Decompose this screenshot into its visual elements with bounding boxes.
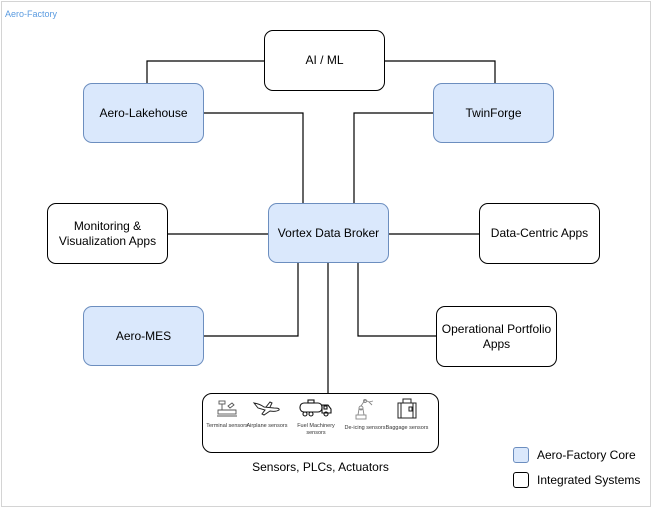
sensor-label: Fuel Machinery sensors bbox=[297, 423, 335, 436]
edge-vortex-operational bbox=[357, 263, 437, 337]
legend-item-integrated: Integrated Systems bbox=[513, 472, 640, 488]
sensor-fuel-machinery: Fuel Machinery sensors bbox=[289, 398, 343, 437]
node-label: Vortex Data Broker bbox=[277, 225, 380, 240]
node-label: Aero-MES bbox=[115, 328, 172, 343]
node-label: Monitoring & Visualization Apps bbox=[58, 218, 157, 248]
edge-aiml-twinforge bbox=[384, 60, 496, 84]
node-twinforge[interactable]: TwinForge bbox=[433, 83, 554, 143]
legend-label: Integrated Systems bbox=[537, 473, 641, 487]
sensor-terminal: Terminal sensors bbox=[205, 398, 249, 430]
node-ai-ml[interactable]: AI / ML bbox=[264, 30, 385, 91]
legend-item-core: Aero-Factory Core bbox=[513, 447, 636, 463]
sensor-airplane: Airplane sensors bbox=[245, 398, 289, 430]
edge-vortex-mes bbox=[203, 263, 299, 337]
legend-swatch-core bbox=[513, 447, 529, 463]
edge-twinforge-vortex bbox=[353, 112, 434, 204]
baggage-icon bbox=[397, 398, 417, 419]
node-vortex-data-broker[interactable]: Vortex Data Broker bbox=[268, 203, 389, 263]
sensors-group[interactable]: Terminal sensors Airplane sensors Fuel M… bbox=[202, 393, 439, 453]
terminal-tower-icon bbox=[217, 400, 237, 417]
node-label: AI / ML bbox=[305, 53, 344, 67]
node-monitoring-visualization-apps[interactable]: Monitoring & Visualization Apps bbox=[47, 203, 168, 264]
node-label: Data-Centric Apps bbox=[490, 226, 589, 240]
frame-title: Aero-Factory bbox=[5, 9, 58, 19]
sensor-label: Terminal sensors bbox=[206, 423, 248, 429]
node-label: TwinForge bbox=[465, 105, 522, 120]
airplane-icon bbox=[252, 401, 280, 416]
edge-lakehouse-vortex bbox=[203, 112, 304, 204]
node-label: Aero-Lakehouse bbox=[99, 105, 188, 120]
node-aero-mes[interactable]: Aero-MES bbox=[83, 306, 204, 366]
sensor-baggage: Baggage sensors bbox=[385, 398, 429, 432]
node-aero-lakehouse[interactable]: Aero-Lakehouse bbox=[83, 83, 204, 143]
legend-swatch-integrated bbox=[513, 472, 529, 488]
node-label: Operational Portfolio Apps bbox=[441, 321, 552, 351]
sensor-label: De-icing sensors bbox=[344, 425, 386, 431]
sensors-caption: Sensors, PLCs, Actuators bbox=[252, 460, 389, 474]
legend-label: Aero-Factory Core bbox=[537, 448, 636, 462]
fuel-truck-icon bbox=[299, 399, 332, 417]
node-operational-portfolio-apps[interactable]: Operational Portfolio Apps bbox=[436, 306, 557, 367]
node-data-centric-apps[interactable]: Data-Centric Apps bbox=[479, 203, 600, 264]
edge-aiml-lakehouse bbox=[146, 60, 265, 84]
sensor-label: Baggage sensors bbox=[385, 425, 429, 431]
sensor-de-icing: De-icing sensors bbox=[343, 398, 387, 432]
sensor-label: Airplane sensors bbox=[246, 423, 288, 429]
robot-arm-icon bbox=[355, 399, 374, 420]
